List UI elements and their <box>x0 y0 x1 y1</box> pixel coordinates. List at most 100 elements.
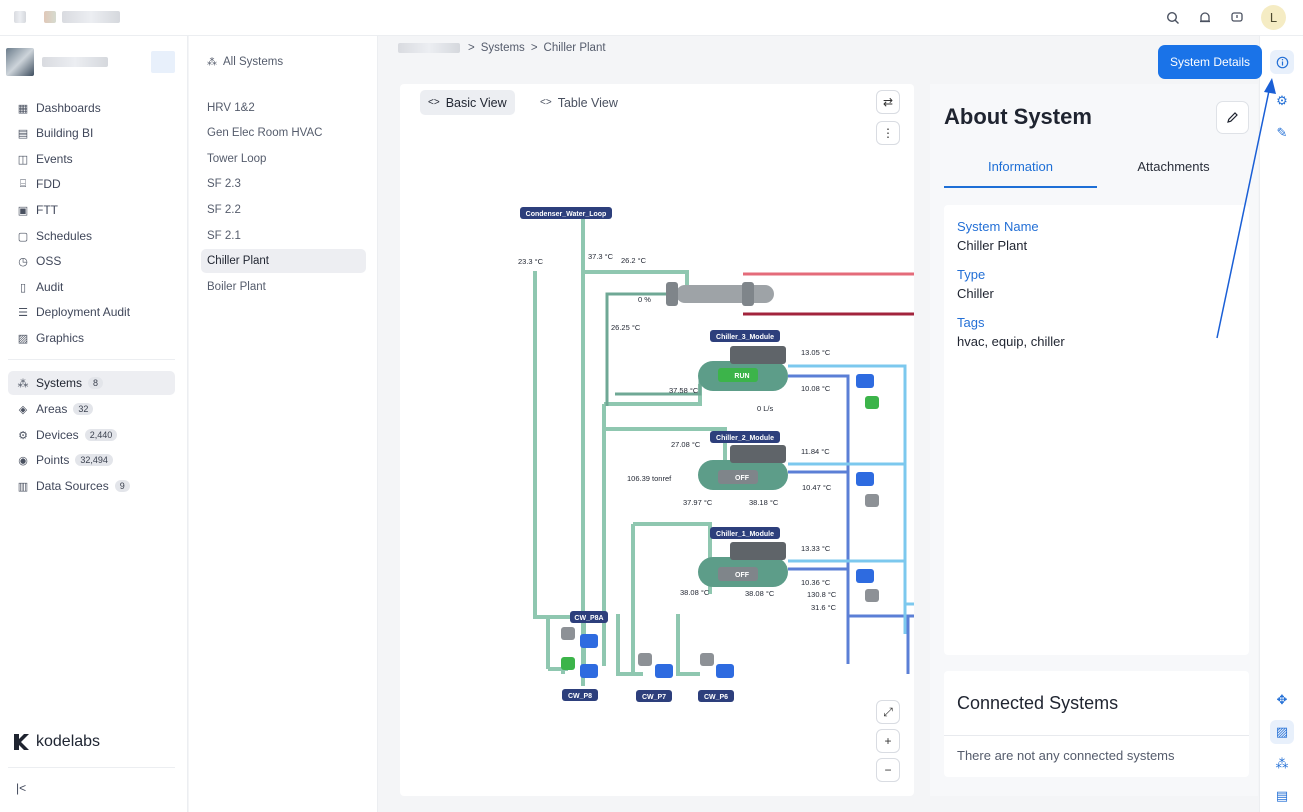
temp-readout: 38.08 °C <box>680 588 710 597</box>
load-readout: 106.39 tonref <box>627 474 672 483</box>
top-bar: L <box>0 0 1303 36</box>
all-systems-link[interactable]: ⁂All Systems <box>207 56 284 68</box>
temp-readout: 13.05 °C <box>801 348 831 357</box>
tab-attachments[interactable]: Attachments <box>1137 159 1210 174</box>
nav-oss[interactable]: ◷OSS <box>8 249 175 273</box>
temp-readout: 13.33 °C <box>801 544 831 553</box>
valve-readout: 0 % <box>638 295 651 304</box>
info-icon[interactable] <box>1270 50 1294 74</box>
flow-readout: 0 L/s <box>757 404 774 413</box>
temp-readout: 31.6 °C <box>811 603 837 612</box>
org-name <box>62 11 120 23</box>
system-item[interactable]: Boiler Plant <box>207 281 266 293</box>
collapse-sidebar-icon[interactable]: |< <box>16 781 27 795</box>
connections-icon[interactable]: ✥ <box>1276 692 1288 707</box>
pump-cw-p8 <box>580 664 598 678</box>
tab-information[interactable]: Information <box>944 159 1097 188</box>
footer-divider <box>8 767 175 768</box>
layout-icon[interactable]: ▤ <box>1275 788 1289 803</box>
pump-status-off <box>865 494 879 507</box>
settings-toggle-button[interactable]: ⇄ <box>876 90 900 114</box>
nav-dashboards[interactable]: ▦Dashboards <box>17 101 101 115</box>
chiller-plant-diagram: Condenser_Water_Loop Chiller_3_Module Ch… <box>518 207 914 702</box>
system-details-tooltip: System Details <box>1158 45 1262 79</box>
fdd-icon: ⌸ <box>19 177 27 190</box>
equip-tag <box>570 611 608 623</box>
fullscreen-button[interactable]: ⤢ <box>876 700 900 724</box>
pencil-icon[interactable]: ✎ <box>1276 125 1288 140</box>
edit-button[interactable] <box>1216 101 1249 134</box>
equip-tag <box>710 330 780 342</box>
tab-table-view[interactable]: <>Table View <box>540 95 618 110</box>
condenser-tank <box>666 282 678 306</box>
temp-readout: 10.36 °C <box>801 578 831 587</box>
nav-graphics[interactable]: ▨Graphics <box>17 331 85 345</box>
device-icon: ⚙ <box>18 429 28 442</box>
zoom-out-button[interactable]: − <box>876 758 900 782</box>
nav-schedules[interactable]: ▢Schedules <box>17 229 93 243</box>
pump-chw-1 <box>856 569 874 583</box>
avatar[interactable]: L <box>1261 5 1286 30</box>
zoom-in-button[interactable]: + <box>876 729 900 753</box>
field-label: System Name <box>957 219 1039 234</box>
chiller-2-status: OFF <box>735 475 750 482</box>
graphics-icon[interactable]: ▨ <box>1270 720 1294 744</box>
systems-icon[interactable]: ⁂ <box>1275 756 1289 771</box>
pump-status-off <box>638 653 652 666</box>
chiller-2-label: Chiller_2_Module <box>716 435 774 442</box>
pump-chw-3 <box>856 374 874 388</box>
more-options-button[interactable]: ⋮ <box>876 121 900 145</box>
system-item[interactable]: SF 2.2 <box>207 204 241 216</box>
pump-cw-p8a <box>580 634 598 648</box>
system-item-selected[interactable]: Chiller Plant <box>201 249 366 273</box>
search-icon[interactable] <box>1164 9 1182 27</box>
pencil-icon <box>1227 112 1238 123</box>
breadcrumb-site[interactable] <box>398 43 460 53</box>
org-switcher[interactable] <box>6 46 176 78</box>
nav-events[interactable]: ◫Events <box>17 152 73 166</box>
connected-systems-card: Connected Systems There are not any conn… <box>944 671 1249 777</box>
tab-basic-view[interactable]: <>Basic View <box>420 90 515 115</box>
breadcrumb-systems[interactable]: Systems <box>480 42 525 54</box>
details-panel: About System Information Attachments Sys… <box>930 84 1258 796</box>
pump-status-on <box>561 657 575 670</box>
nav-ftt[interactable]: ▣FTT <box>17 203 58 217</box>
system-item[interactable]: SF 2.3 <box>207 178 241 190</box>
chat-icon[interactable] <box>1228 9 1246 27</box>
temp-readout: 38.18 °C <box>749 498 779 507</box>
temp-readout: 27.08 °C <box>671 440 701 449</box>
temp-readout: 10.08 °C <box>801 384 831 393</box>
org-toggle[interactable] <box>151 51 175 73</box>
app-icon[interactable] <box>14 11 26 23</box>
nav-fdd[interactable]: ⌸FDD <box>8 172 175 196</box>
devices-count-badge: 2,440 <box>84 429 118 441</box>
pump-status-off <box>865 589 879 602</box>
field-value: Chiller <box>957 286 994 301</box>
pump-cw-p6-label: CW_P6 <box>704 694 728 701</box>
system-item[interactable]: HRV 1&2 <box>207 102 255 114</box>
system-item[interactable]: SF 2.1 <box>207 230 241 242</box>
nav-building-bi[interactable]: ▤Building BI <box>17 126 94 140</box>
nav-audit[interactable]: ▯Audit <box>8 275 175 299</box>
nav-deployment-audit[interactable]: ☰Deployment Audit <box>8 300 175 324</box>
bell-icon: ◫ <box>17 153 29 166</box>
diagram-canvas[interactable]: <>Basic View <>Table View ⇄ ⋮ <box>400 84 914 796</box>
org-title <box>42 57 108 67</box>
chiller-1 <box>698 542 788 587</box>
notifications-icon[interactable] <box>1196 9 1214 27</box>
system-item[interactable]: Tower Loop <box>207 153 267 165</box>
pump-cw-p7-label: CW_P7 <box>642 694 666 701</box>
database-icon: ▥ <box>17 480 29 493</box>
pump-status-on <box>865 396 879 409</box>
temp-readout: 37.58 °C <box>669 386 699 395</box>
app-icon[interactable] <box>44 11 56 23</box>
system-item[interactable]: Gen Elec Room HVAC <box>207 127 323 139</box>
device-icon[interactable]: ⚙ <box>1276 93 1288 108</box>
temp-readout: 11.84 °C <box>801 447 830 456</box>
equip-tag <box>698 690 734 702</box>
